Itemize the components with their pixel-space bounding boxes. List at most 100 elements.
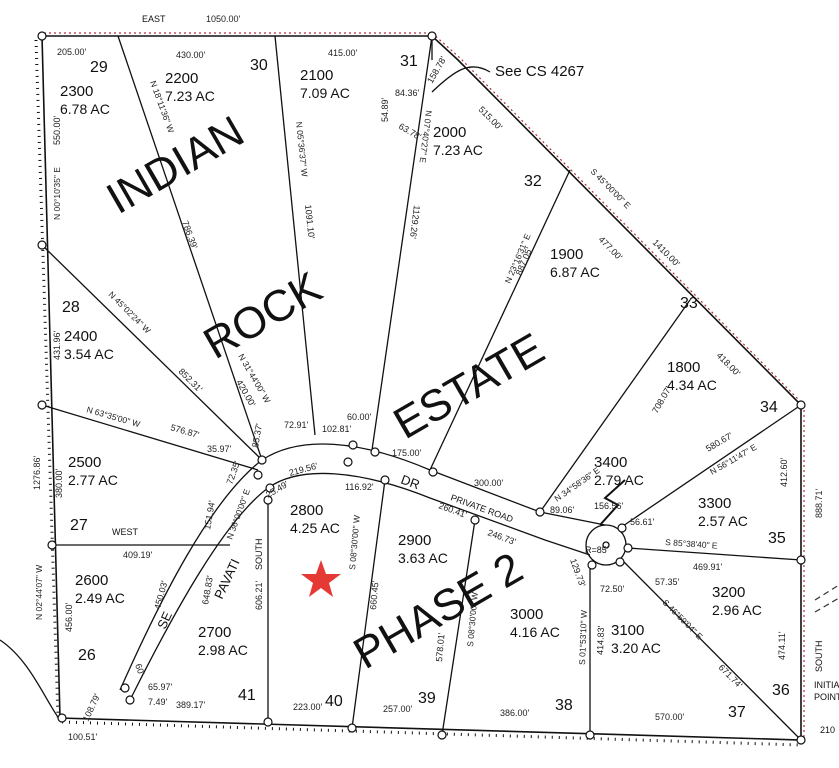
svg-text:389.17': 389.17' <box>176 700 206 710</box>
svg-text:34: 34 <box>760 399 778 416</box>
svg-text:129.73': 129.73' <box>568 557 587 588</box>
svg-text:210: 210 <box>820 725 835 735</box>
callout-arrow <box>431 66 491 93</box>
svg-text:2300: 2300 <box>60 83 93 100</box>
svg-text:32: 32 <box>524 173 542 190</box>
svg-text:39: 39 <box>418 690 436 707</box>
svg-text:27: 27 <box>70 517 88 534</box>
svg-text:606.21': 606.21' <box>254 580 264 610</box>
svg-text:1050.00': 1050.00' <box>206 14 241 24</box>
svg-text:S 85°38'40" E: S 85°38'40" E <box>665 537 718 551</box>
svg-text:2.57 AC: 2.57 AC <box>698 513 748 529</box>
svg-text:3.54 AC: 3.54 AC <box>64 346 114 362</box>
svg-text:N 63°35'00" W: N 63°35'00" W <box>85 404 141 429</box>
svg-text:S 45°00'00" E: S 45°00'00" E <box>589 166 633 210</box>
svg-text:708.07': 708.07' <box>650 384 673 415</box>
svg-text:3100: 3100 <box>611 622 644 639</box>
svg-text:2.49 AC: 2.49 AC <box>75 590 125 606</box>
svg-text:2400: 2400 <box>64 328 97 345</box>
svg-text:72.91': 72.91' <box>284 420 309 430</box>
svg-text:POINT: POINT <box>814 692 839 702</box>
svg-text:N 36°00'00" E: N 36°00'00" E <box>224 487 252 540</box>
svg-text:N 00°10'35" E: N 00°10'35" E <box>52 167 62 220</box>
lot-labels: 29 2300 6.78 AC 2200 7.23 AC 30 2100 7.0… <box>60 53 790 721</box>
svg-text:2.79 AC: 2.79 AC <box>594 472 644 488</box>
svg-text:116.92': 116.92' <box>345 482 374 492</box>
road-pavati: PAVATI <box>211 557 243 602</box>
road-radius: R=85' <box>585 545 609 555</box>
svg-text:56.61': 56.61' <box>630 517 655 527</box>
svg-text:35.97': 35.97' <box>207 444 232 454</box>
road-dr: DR <box>399 472 422 493</box>
svg-text:EAST: EAST <box>142 14 166 24</box>
svg-text:1410.00': 1410.00' <box>651 237 682 268</box>
svg-text:3.20 AC: 3.20 AC <box>611 640 661 656</box>
svg-text:29: 29 <box>90 59 108 76</box>
svg-text:2.96 AC: 2.96 AC <box>712 602 762 618</box>
svg-text:84.36': 84.36' <box>395 88 420 98</box>
svg-text:41: 41 <box>238 687 256 704</box>
svg-text:108.79': 108.79' <box>81 692 103 723</box>
svg-text:414.83': 414.83' <box>595 625 606 655</box>
svg-text:418.00': 418.00' <box>715 350 743 378</box>
svg-text:550.00': 550.00' <box>52 115 62 145</box>
svg-text:7.23 AC: 7.23 AC <box>165 88 215 104</box>
svg-text:456.00': 456.00' <box>64 602 74 632</box>
svg-text:2800: 2800 <box>290 502 323 519</box>
svg-text:N 05°36'37" W: N 05°36'37" W <box>294 121 310 177</box>
svg-text:4.34 AC: 4.34 AC <box>667 377 717 393</box>
title-estate: ESTATE <box>386 324 553 449</box>
svg-text:660.45': 660.45' <box>368 580 381 610</box>
svg-text:N 45°02'24" W: N 45°02'24" W <box>107 289 153 335</box>
svg-text:515.00': 515.00' <box>477 104 505 132</box>
lightning-mark <box>599 479 626 526</box>
svg-text:300.00': 300.00' <box>474 478 504 488</box>
svg-text:2600: 2600 <box>75 572 108 589</box>
svg-text:151.94': 151.94' <box>202 500 217 531</box>
svg-text:26: 26 <box>78 647 96 664</box>
svg-text:38: 38 <box>555 697 573 714</box>
svg-text:1276.86': 1276.86' <box>32 455 42 490</box>
svg-text:671.74': 671.74' <box>717 662 745 690</box>
svg-text:415.00': 415.00' <box>328 48 358 58</box>
svg-text:3.63 AC: 3.63 AC <box>398 550 448 566</box>
svg-text:2500: 2500 <box>68 454 101 471</box>
svg-text:72.50': 72.50' <box>600 584 625 594</box>
svg-text:85.37': 85.37' <box>250 422 264 448</box>
svg-text:7.23 AC: 7.23 AC <box>433 142 483 158</box>
outer-curve <box>0 639 61 721</box>
svg-text:30: 30 <box>250 57 268 74</box>
svg-text:1091.10': 1091.10' <box>303 204 317 239</box>
svg-text:786.39': 786.39' <box>180 219 199 250</box>
svg-text:3400: 3400 <box>594 454 627 471</box>
svg-text:1800: 1800 <box>667 359 700 376</box>
svg-text:2.77 AC: 2.77 AC <box>68 472 118 488</box>
svg-text:380.00': 380.00' <box>54 468 64 498</box>
svg-text:2200: 2200 <box>165 70 198 87</box>
svg-text:3300: 3300 <box>698 495 731 512</box>
cul-de-sac-center <box>602 541 610 549</box>
svg-text:S 01°53'10" W: S 01°53'10" W <box>577 610 589 665</box>
svg-text:4.25 AC: 4.25 AC <box>290 520 340 536</box>
svg-text:580.67': 580.67' <box>704 430 735 453</box>
svg-text:35: 35 <box>768 530 786 547</box>
svg-text:430.00': 430.00' <box>176 50 206 60</box>
svg-text:SOUTH: SOUTH <box>814 641 824 673</box>
svg-text:40: 40 <box>325 693 343 710</box>
svg-text:37: 37 <box>728 704 746 721</box>
svg-text:S 08°30'00" W: S 08°30'00" W <box>465 592 480 647</box>
svg-text:7.49': 7.49' <box>148 697 168 707</box>
lot-lines <box>41 35 802 741</box>
svg-text:257.00': 257.00' <box>383 704 413 714</box>
svg-text:65.97': 65.97' <box>148 682 173 692</box>
svg-text:100.51': 100.51' <box>68 732 98 742</box>
svg-text:474.11': 474.11' <box>777 631 787 660</box>
svg-text:6.78 AC: 6.78 AC <box>60 101 110 117</box>
svg-text:33: 33 <box>680 295 698 312</box>
svg-text:246.73': 246.73' <box>486 527 517 546</box>
svg-text:450.03': 450.03' <box>152 579 169 610</box>
svg-text:3000: 3000 <box>510 606 543 623</box>
callout-text: See CS 4267 <box>495 63 584 80</box>
svg-text:412.60': 412.60' <box>779 457 789 487</box>
svg-text:6.87 AC: 6.87 AC <box>550 264 600 280</box>
